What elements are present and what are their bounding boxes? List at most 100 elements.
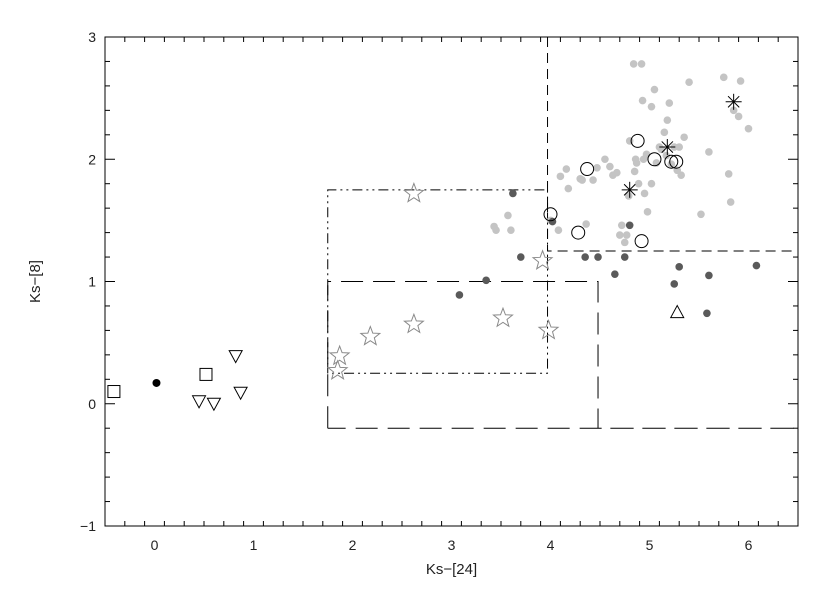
- open-circle-point: [630, 133, 645, 148]
- light-gray-point: [617, 221, 626, 230]
- x-tick-label: 6: [745, 537, 753, 553]
- open-circle-point: [669, 154, 684, 169]
- light-gray-point: [744, 124, 753, 133]
- light-gray-point: [697, 210, 705, 219]
- light-gray-point: [589, 176, 597, 184]
- x-tick-label: 3: [448, 537, 456, 553]
- light-gray-point: [616, 231, 624, 239]
- light-gray-point: [593, 164, 601, 172]
- light-gray-point: [640, 189, 649, 198]
- open-star-point: [492, 306, 514, 328]
- dark-gray-point: [611, 270, 619, 278]
- dark-gray-point: [703, 309, 711, 318]
- light-gray-point: [630, 167, 639, 176]
- open-triangle-down-point: [228, 350, 244, 364]
- light-gray-point: [726, 198, 735, 206]
- light-gray-point: [677, 171, 685, 179]
- open-triangle-down-point: [191, 395, 207, 409]
- light-gray-point: [601, 155, 609, 164]
- y-tick-label: 2: [88, 151, 96, 167]
- open-square-point: [107, 385, 121, 399]
- open-triangle-down-point: [206, 397, 222, 412]
- region-short-dash: [547, 37, 798, 252]
- open-circle-point: [647, 152, 662, 167]
- light-gray-point: [662, 151, 671, 160]
- open-circle-point: [543, 207, 558, 222]
- dark-gray-point: [620, 253, 629, 261]
- region-boundaries: [327, 37, 798, 429]
- dark-gray-point: [482, 276, 490, 285]
- region-long-dash: [327, 281, 798, 429]
- open-star-point: [326, 359, 349, 380]
- light-gray-point: [620, 238, 629, 247]
- asterisk-point: [621, 181, 638, 198]
- light-gray-point: [556, 172, 565, 181]
- open-circle-point: [571, 225, 586, 240]
- light-gray-point: [564, 184, 573, 193]
- light-gray-point: [660, 128, 669, 137]
- light-gray-point: [734, 112, 743, 121]
- open-star-point: [328, 344, 351, 366]
- dark-gray-point: [670, 280, 679, 288]
- light-gray-point: [507, 226, 515, 234]
- open-star-point: [537, 318, 560, 340]
- light-gray-point: [632, 159, 641, 167]
- dark-gray-point: [594, 253, 602, 261]
- light-gray-point: [606, 162, 614, 171]
- open-circle-point: [580, 162, 595, 177]
- x-tick-label: 5: [646, 537, 654, 553]
- light-gray-point: [663, 116, 672, 124]
- asterisk-stroke: [623, 183, 636, 196]
- light-gray-point: [736, 77, 745, 85]
- light-gray-point: [624, 192, 633, 200]
- light-gray-point: [719, 73, 728, 82]
- light-gray-point: [675, 143, 683, 151]
- dark-gray-point: [581, 253, 589, 261]
- asterisk-point: [659, 139, 676, 156]
- open-circle-point: [634, 234, 649, 249]
- open-star-point: [403, 312, 425, 334]
- x-tick-label: 2: [349, 537, 357, 553]
- light-gray-point: [504, 211, 512, 220]
- asterisk-stroke: [661, 141, 674, 153]
- dark-gray-point: [625, 221, 634, 230]
- asterisk-point: [725, 93, 742, 110]
- x-axis-label: Ks−[24]: [426, 561, 477, 578]
- dark-gray-point: [517, 253, 525, 261]
- light-gray-point: [582, 220, 590, 228]
- open-star-point: [403, 182, 425, 203]
- light-gray-point: [680, 133, 688, 142]
- light-gray-point: [637, 60, 646, 68]
- open-star-point: [531, 249, 554, 270]
- light-gray-point: [562, 165, 571, 173]
- region-dash-dot-dot: [327, 189, 549, 374]
- data-points: [107, 60, 761, 412]
- axis-ticks: [104, 36, 799, 527]
- light-gray-point: [638, 96, 647, 105]
- light-gray-point: [578, 176, 586, 184]
- light-gray-point: [629, 60, 638, 68]
- open-square-point: [199, 367, 213, 381]
- asterisk-stroke: [727, 95, 740, 108]
- light-gray-point: [729, 106, 738, 115]
- light-gray-point: [613, 168, 621, 177]
- open-triangle-down-point: [233, 386, 248, 401]
- light-gray-point: [667, 160, 676, 168]
- y-tick-label: −1: [80, 518, 96, 534]
- y-tick-label: 1: [88, 274, 96, 290]
- light-gray-point: [554, 226, 563, 234]
- light-gray-point: [685, 78, 693, 87]
- dark-gray-point: [675, 263, 683, 271]
- open-triangle-up-point: [669, 304, 685, 319]
- y-tick-label: 0: [88, 396, 96, 412]
- dark-gray-point: [509, 189, 517, 198]
- light-gray-point: [665, 99, 674, 107]
- light-gray-point: [647, 179, 656, 188]
- open-star-point: [359, 325, 382, 346]
- light-gray-point: [650, 85, 659, 94]
- y-axis-label: Ks−[8]: [27, 260, 44, 303]
- x-tick-label: 0: [151, 537, 159, 553]
- y-tick-label: 3: [88, 29, 96, 45]
